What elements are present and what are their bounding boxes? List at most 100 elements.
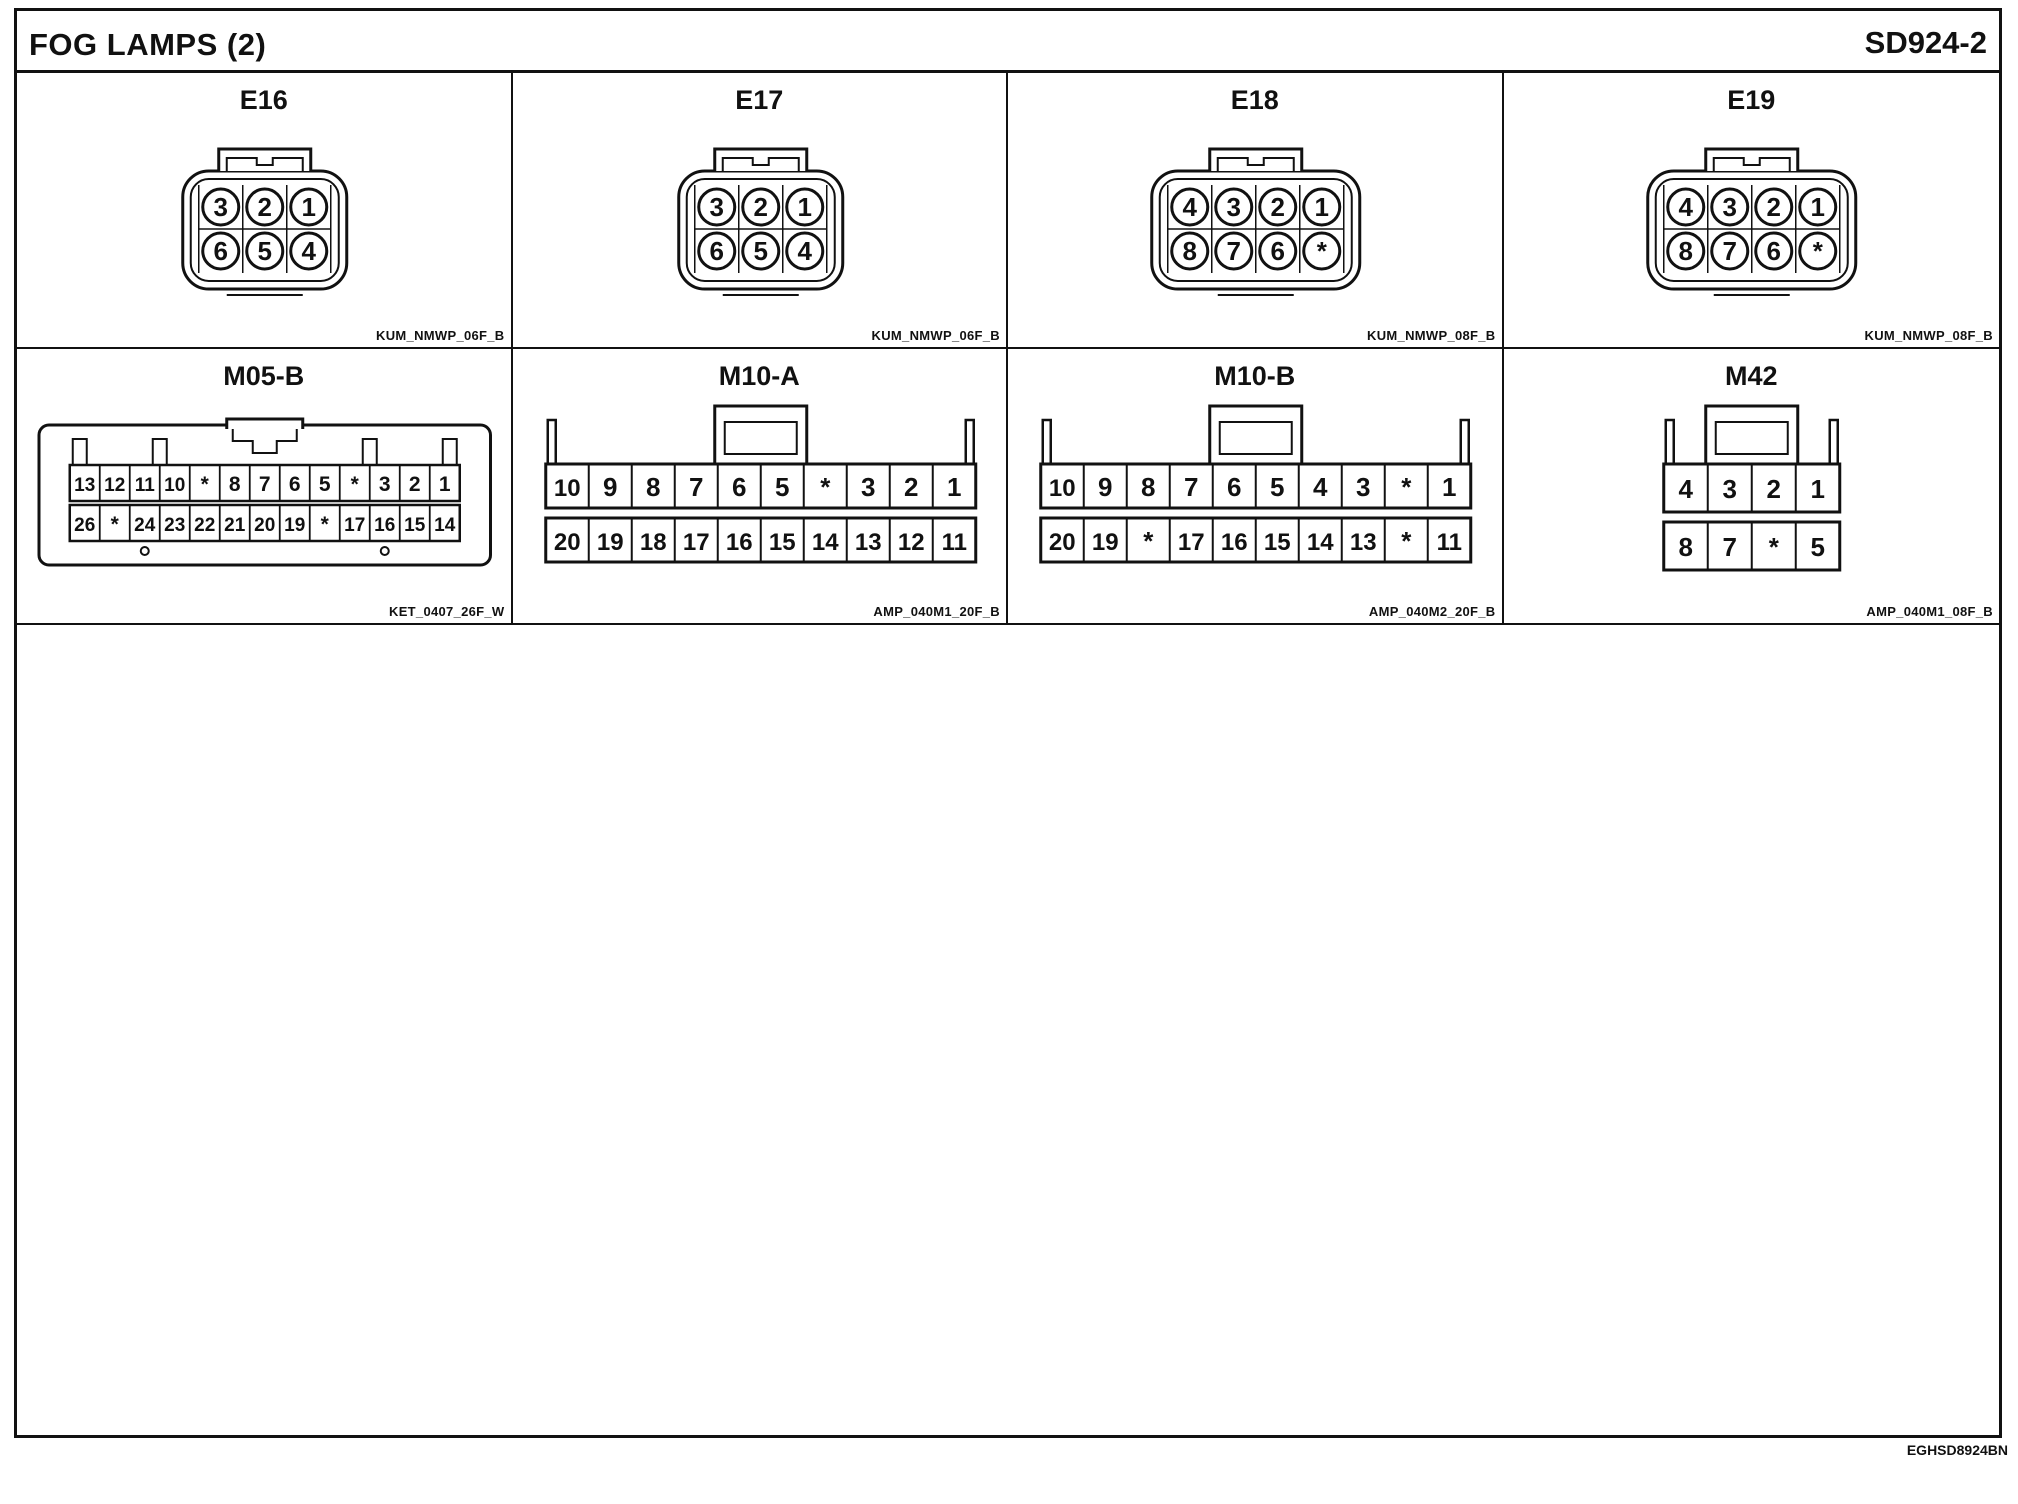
latch xyxy=(1208,147,1304,171)
latch xyxy=(1703,404,1799,466)
pin-number: 8 xyxy=(1141,472,1155,502)
part-number: KUM_NMWP_06F_B xyxy=(376,328,505,343)
pin-number: 7 xyxy=(689,472,703,502)
pin-number: * xyxy=(201,473,210,496)
pin-number: 8 xyxy=(229,473,241,496)
pin-number: 5 xyxy=(319,473,331,496)
stud xyxy=(139,546,150,556)
pin-number: 21 xyxy=(224,515,246,536)
pin-socket xyxy=(1214,187,1254,227)
latch xyxy=(1208,404,1304,466)
pin-socket xyxy=(1258,231,1298,271)
part-number: KET_0407_26F_W xyxy=(389,604,505,619)
part-number: AMP_040M2_20F_B xyxy=(1368,604,1496,619)
pin-number: 15 xyxy=(1264,529,1291,556)
pin-number: 1 xyxy=(1315,192,1329,222)
drawing-code: EGHSD8924BN xyxy=(1906,1442,2008,1458)
connector-id: M10-B xyxy=(1214,361,1296,391)
latch-detail xyxy=(1216,157,1295,171)
pin-number: 4 xyxy=(1678,474,1693,504)
pin-number: 3 xyxy=(1356,472,1370,502)
pin-socket xyxy=(289,187,329,227)
pin-number: 2 xyxy=(1766,192,1780,222)
pin-number: * xyxy=(1812,236,1823,266)
pin-number: * xyxy=(1768,532,1779,562)
pin-number: 1 xyxy=(1442,472,1456,502)
pin-number: * xyxy=(1317,236,1328,266)
latch xyxy=(217,147,313,171)
pin-number: 15 xyxy=(404,515,426,536)
pin-number: 20 xyxy=(553,529,580,556)
pin-socket xyxy=(201,231,241,271)
pin-number: 5 xyxy=(753,236,767,266)
pin-number: 1 xyxy=(302,192,316,222)
pin-number: 12 xyxy=(104,475,125,496)
guide-post xyxy=(1041,418,1052,464)
pin-socket xyxy=(245,231,285,271)
pin-number: 13 xyxy=(74,475,95,496)
pin-socket xyxy=(1302,231,1342,271)
latch xyxy=(1703,147,1799,171)
pin-number: 5 xyxy=(775,472,789,502)
pin-number: 4 xyxy=(302,236,317,266)
guide-post xyxy=(546,418,557,464)
guide-post xyxy=(441,438,458,465)
pin-number: 14 xyxy=(434,515,456,536)
pin-number: 11 xyxy=(941,529,966,556)
pin-number: 18 xyxy=(639,529,666,556)
guide-post xyxy=(964,418,975,464)
pin-number: 1 xyxy=(947,472,961,502)
pin-number: 7 xyxy=(1722,236,1736,266)
housing-inner xyxy=(685,178,836,282)
pin-number: 8 xyxy=(1678,236,1692,266)
stud xyxy=(379,546,390,556)
latch-detail xyxy=(225,157,304,171)
guide-post xyxy=(361,438,378,465)
pin-number: 4 xyxy=(1313,472,1328,502)
pin-number: 6 xyxy=(1271,236,1285,266)
pin-number: 13 xyxy=(854,529,881,556)
pin-socket xyxy=(1258,187,1298,227)
pin-number: 17 xyxy=(682,529,709,556)
connector-id: E16 xyxy=(239,85,288,115)
guide-post xyxy=(1828,418,1839,464)
guide-post xyxy=(151,438,168,465)
pin-socket xyxy=(1709,187,1749,227)
pin-number: 12 xyxy=(897,529,924,556)
housing-inner xyxy=(1654,178,1849,282)
pin-number: 9 xyxy=(1098,472,1112,502)
pin-number: 3 xyxy=(709,192,723,222)
latch-detail xyxy=(1714,421,1789,455)
pin-row xyxy=(68,463,461,503)
pin-number: 23 xyxy=(164,515,185,536)
pin-number: 8 xyxy=(1678,532,1692,562)
pin-number: 24 xyxy=(134,515,156,536)
pin-socket xyxy=(784,187,824,227)
part-number: KUM_NMWP_08F_B xyxy=(1864,328,1993,343)
pin-number: * xyxy=(1401,472,1412,502)
pin-number: 26 xyxy=(74,515,95,536)
pin-number: 7 xyxy=(1227,236,1241,266)
pin-socket xyxy=(696,187,736,227)
part-number: KUM_NMWP_06F_B xyxy=(871,328,1000,343)
pin-socket xyxy=(201,187,241,227)
pin-number: 11 xyxy=(135,475,156,496)
pin-number: 16 xyxy=(1221,529,1248,556)
pin-number: 15 xyxy=(768,529,795,556)
pin-number: 2 xyxy=(904,472,918,502)
pin-number: 4 xyxy=(1183,192,1198,222)
pin-number: 22 xyxy=(194,515,215,536)
latch-detail xyxy=(231,429,298,454)
pin-number: 6 xyxy=(1227,472,1241,502)
pin-number: * xyxy=(820,472,831,502)
pin-number: 1 xyxy=(1810,474,1824,504)
guide-post xyxy=(1459,418,1470,464)
pin-number: * xyxy=(1401,526,1412,556)
pin-number: 7 xyxy=(1722,532,1736,562)
pin-number: 1 xyxy=(439,473,451,496)
